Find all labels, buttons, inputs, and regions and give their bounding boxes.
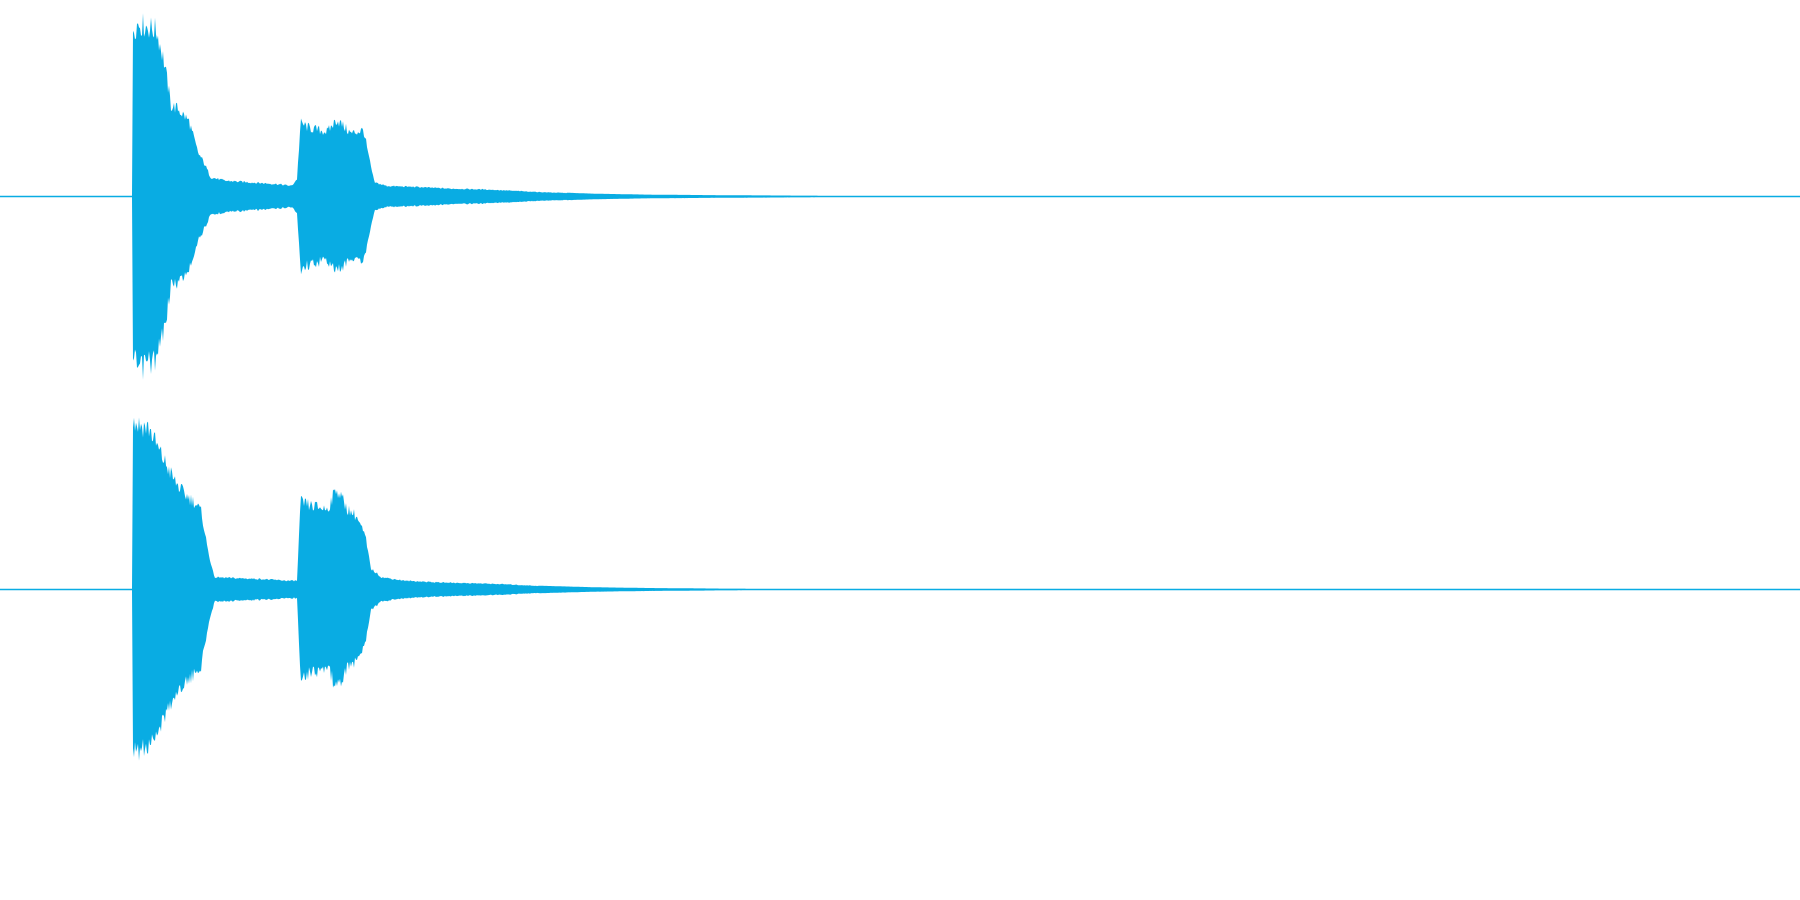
left-channel-svg [0,13,1800,380]
right-waveform-shape [0,417,1800,761]
right-channel-svg [0,417,1800,761]
channel-left-waveform [0,0,1800,393]
channel-right-waveform [0,393,1800,786]
